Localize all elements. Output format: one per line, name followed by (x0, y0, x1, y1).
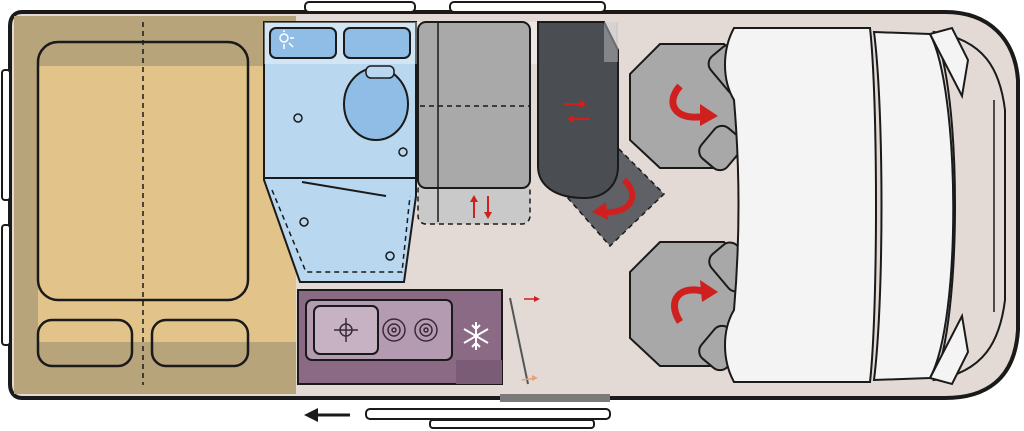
roof-rail-left (304, 1, 416, 13)
toilet-tank (365, 65, 395, 79)
bathroom-fixture-4 (385, 251, 395, 261)
step-plate (429, 419, 595, 429)
running-board (365, 408, 611, 420)
bathroom-fixture-3 (299, 217, 309, 227)
rotating-seat-arrow-icon (669, 83, 718, 126)
table-rotation-arrow-icon (592, 177, 636, 220)
door-arrow-bottom-icon (521, 375, 538, 381)
double-arrow-horizontal-icon (564, 100, 590, 123)
snowflake-fridge-icon (463, 322, 489, 350)
rear-bumper-bottom (1, 224, 11, 346)
toilet-bowl (343, 67, 409, 141)
dashboard (724, 27, 877, 383)
mirror-top (928, 26, 970, 100)
kitchen-floor-shade (456, 360, 502, 384)
bed-pillow-left (36, 318, 134, 368)
double-arrow-vertical-icon (470, 195, 492, 219)
bed-pillow-right (150, 318, 250, 368)
door-sill (500, 394, 610, 402)
bathroom-door-swing (301, 181, 387, 197)
sun-skylight-icon (279, 30, 294, 49)
door-arrow-top-icon (524, 296, 540, 302)
bathroom-shelf (343, 27, 411, 59)
dark-bench (537, 21, 619, 200)
bathroom-fixture-2 (398, 147, 408, 157)
dark-bench-top-shade (604, 22, 618, 62)
stove-burner-icon (382, 318, 438, 342)
mattress (38, 66, 296, 342)
bathroom-dashed-partition (271, 189, 411, 273)
sliding-door-arrow-icon (304, 408, 350, 422)
roof-rail-right (449, 1, 606, 13)
hood (932, 30, 1006, 382)
door-swing-line (509, 297, 529, 385)
skylight-panel (269, 27, 337, 59)
mirror-bottom (928, 312, 970, 386)
bathroom-fixture-1 (293, 113, 303, 123)
rotating-seat-arrow-icon (671, 280, 718, 324)
rear-bumper-top (1, 69, 11, 201)
bench-seat (417, 21, 531, 189)
sink-drain-icon (334, 318, 358, 342)
windscreen (872, 30, 955, 382)
